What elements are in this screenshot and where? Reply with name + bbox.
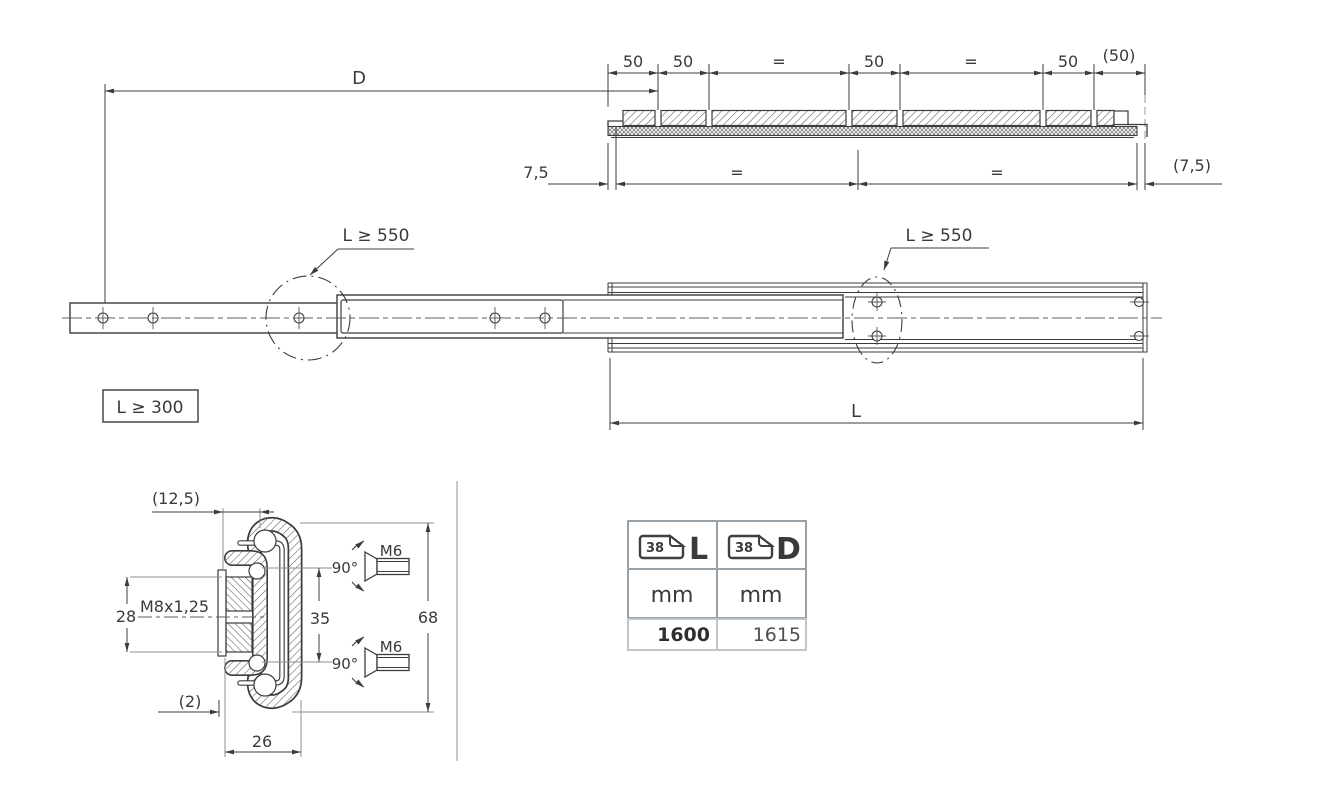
screw-head — [364, 550, 378, 583]
screw-shank — [376, 557, 410, 576]
top-dim-arrows — [608, 70, 1145, 76]
table-header-l: 38 L — [638, 532, 708, 567]
min-length-note-label: L ≥ 300 — [117, 398, 184, 418]
end-stop-block — [1113, 110, 1129, 126]
dim-68-label: 68 — [418, 608, 438, 627]
page-icon-fold — [669, 533, 686, 547]
dim-label: = — [772, 52, 785, 71]
dim-l: L — [609, 358, 1144, 430]
top-dim-extension-lines — [607, 64, 1146, 110]
page-icon-number: 38 — [735, 541, 753, 556]
dim-12-5: (12,5) — [152, 489, 274, 570]
dim-35-label: 35 — [310, 609, 330, 628]
sheet-member — [237, 540, 285, 686]
dim-d-label: D — [352, 68, 366, 89]
table-value-d: 1615 — [753, 624, 801, 646]
screw-size-label: M6 — [380, 542, 403, 560]
mounting-block — [217, 569, 253, 657]
dim-35: 35 — [262, 567, 332, 663]
page-icon-fold — [758, 533, 775, 547]
intermediate-inner-rail — [340, 299, 564, 334]
side-view: L ≥ 550 L ≥ 550 L L ≥ 300 — [62, 226, 1162, 430]
detail-note-right-label: L ≥ 550 — [906, 226, 973, 246]
screw-bottom: M6 90° — [332, 636, 410, 688]
cabinet-member — [607, 282, 1148, 353]
dim-label: 50 — [623, 52, 643, 71]
dim-label: = — [730, 163, 743, 182]
cabinet-member-holes — [868, 293, 1149, 345]
dim-label: (7,5) — [1173, 156, 1211, 175]
dim-label: 50 — [864, 52, 884, 71]
table-unit-l: mm — [651, 583, 694, 608]
spacer-segments — [622, 109, 1115, 127]
dim-l-label: L — [851, 401, 861, 422]
screw-head — [364, 646, 378, 679]
table-value-l: 1600 — [657, 624, 710, 646]
mounting-rail-plan — [607, 109, 1148, 138]
dim-label: = — [964, 52, 977, 71]
countersink-angle-label: 90° — [332, 559, 359, 577]
dim-label: 50 — [673, 52, 693, 71]
detail-note-left: L ≥ 550 — [309, 226, 414, 276]
dim-26-label: 26 — [252, 732, 272, 751]
length-table: 38 L 38 D mm mm 1600 1615 — [627, 520, 807, 651]
screw-shank — [376, 653, 410, 672]
cross-section-view: (12,5) 28 M8x1,25 35 — [116, 489, 438, 757]
dim-2: (2) — [158, 658, 226, 757]
ball-bearings — [248, 529, 277, 697]
dim-68: 68 — [292, 522, 438, 713]
detail-note-right: L ≥ 550 — [883, 226, 989, 271]
min-length-note-box: L ≥ 300 — [102, 389, 199, 423]
dim-12-5-label: (12,5) — [152, 489, 200, 508]
table-unit-d: mm — [740, 583, 783, 608]
dim-28: 28 — [116, 576, 222, 653]
page-icon-number: 38 — [646, 541, 664, 556]
dim-label: (50) — [1103, 46, 1136, 65]
screw-top: M6 90° — [332, 540, 410, 592]
dim-28-label: 28 — [116, 607, 136, 626]
dim-d: D — [104, 68, 658, 303]
bottom-dim-row: 7,5 = = (7,5) — [523, 128, 1222, 190]
dim-label: 7,5 — [523, 163, 548, 182]
screw-size-label: M6 — [380, 638, 403, 656]
countersink-angle-label: 90° — [332, 655, 359, 673]
dim-label: 50 — [1058, 52, 1078, 71]
intermediate-member — [336, 294, 844, 339]
detail-circle-left — [265, 275, 351, 361]
table-header-l-label: L — [689, 532, 708, 567]
bottom-dim-extensions — [607, 128, 1146, 190]
top-section-view: 50 50 = 50 = 50 (50) D — [104, 46, 1222, 303]
detail-circle-right — [851, 276, 903, 364]
dim-2-label: (2) — [179, 692, 202, 711]
dim-label: = — [990, 163, 1003, 182]
cabinet-profile — [246, 516, 303, 710]
thread-label: M8x1,25 — [140, 597, 209, 616]
table-header-d: 38 D — [727, 532, 801, 567]
bottom-dim-arrows — [599, 181, 1154, 187]
table-header-d-label: D — [776, 532, 801, 567]
dim-26: 26 — [225, 700, 302, 757]
detail-note-left-label: L ≥ 550 — [343, 226, 410, 246]
rail-strip — [607, 125, 1138, 137]
